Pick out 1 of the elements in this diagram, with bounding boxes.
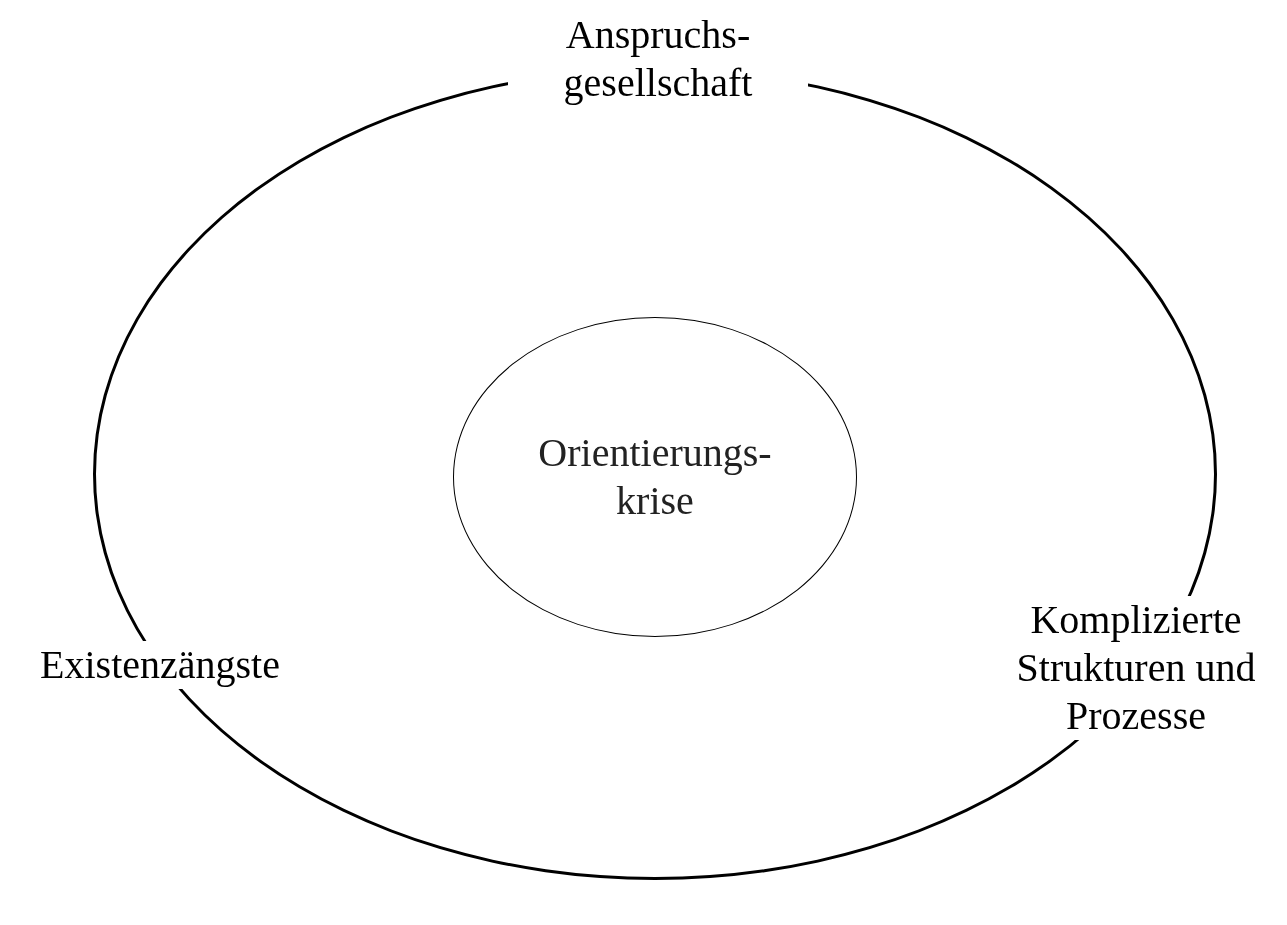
center-label: Orientierungs- krise — [537, 429, 773, 525]
